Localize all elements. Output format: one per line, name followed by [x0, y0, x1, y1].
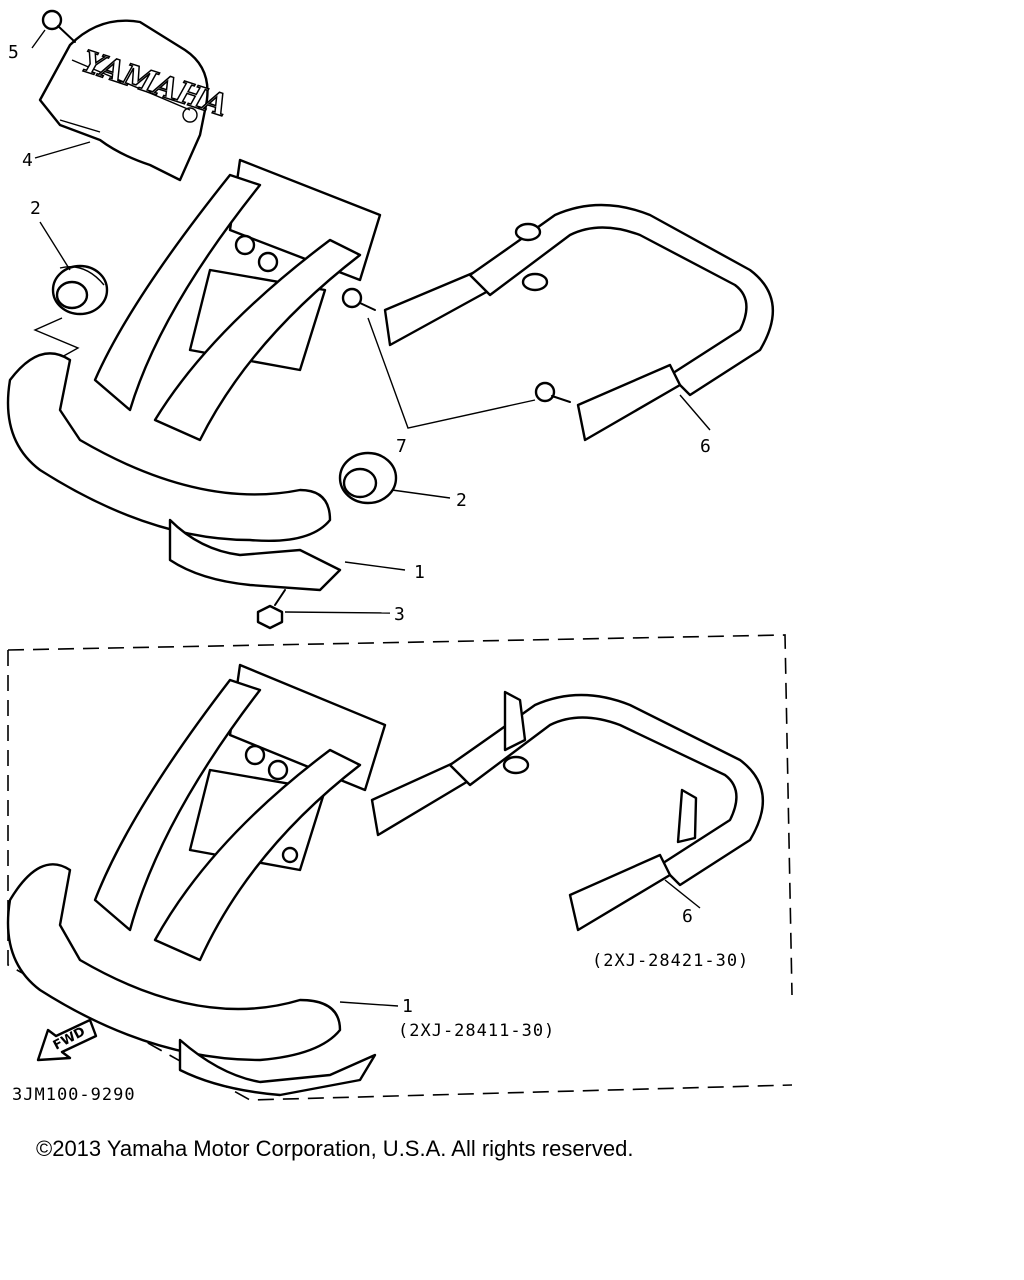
callout-6-bottom: 6: [682, 906, 693, 927]
callout-1-bottom: 1: [402, 996, 413, 1017]
rear-guard-top: [383, 203, 774, 442]
cover-part: YAMAHA: [38, 19, 233, 182]
rear-guard-bottom: [370, 690, 764, 932]
dashed-guide-left: [33, 317, 80, 359]
leader-6-top: [679, 394, 711, 431]
dashed-box-top: [7, 634, 793, 996]
leader-2-left: [39, 221, 71, 271]
front-guard-part-number: (2XJ-28411-30): [398, 1021, 555, 1041]
callout-1-top: 1: [414, 562, 425, 583]
copyright-notice: ©2013 Yamaha Motor Corporation, U.S.A. A…: [36, 1136, 634, 1161]
callout-6-top: 6: [700, 436, 711, 457]
bolts-7: [341, 287, 571, 403]
leader-1-bottom: [339, 1001, 399, 1007]
fwd-arrow-icon: FWD: [36, 1018, 98, 1062]
diagram-code: 3JM100-9290: [12, 1085, 136, 1105]
leader-3: [284, 611, 391, 614]
callout-4: 4: [22, 150, 33, 171]
bolt-5: [41, 9, 76, 43]
front-guard-top: [6, 158, 382, 592]
callout-2-left: 2: [30, 198, 41, 219]
bushing-left: [51, 264, 109, 316]
leader-4: [34, 141, 91, 159]
callout-5: 5: [8, 42, 19, 63]
rear-guard-part-number: (2XJ-28421-30): [592, 951, 749, 971]
leader-7: [367, 317, 536, 429]
front-guard-bottom: [6, 663, 387, 1097]
leader-1-top: [344, 561, 406, 571]
bushing-right: [338, 451, 398, 505]
callout-3: 3: [394, 604, 405, 625]
leader-2-right: [391, 489, 451, 499]
bolt-3: [256, 589, 286, 630]
callout-2-right: 2: [456, 490, 467, 511]
leader-5: [31, 29, 46, 49]
callout-7: 7: [396, 436, 407, 457]
leader-6-bottom: [664, 879, 701, 909]
